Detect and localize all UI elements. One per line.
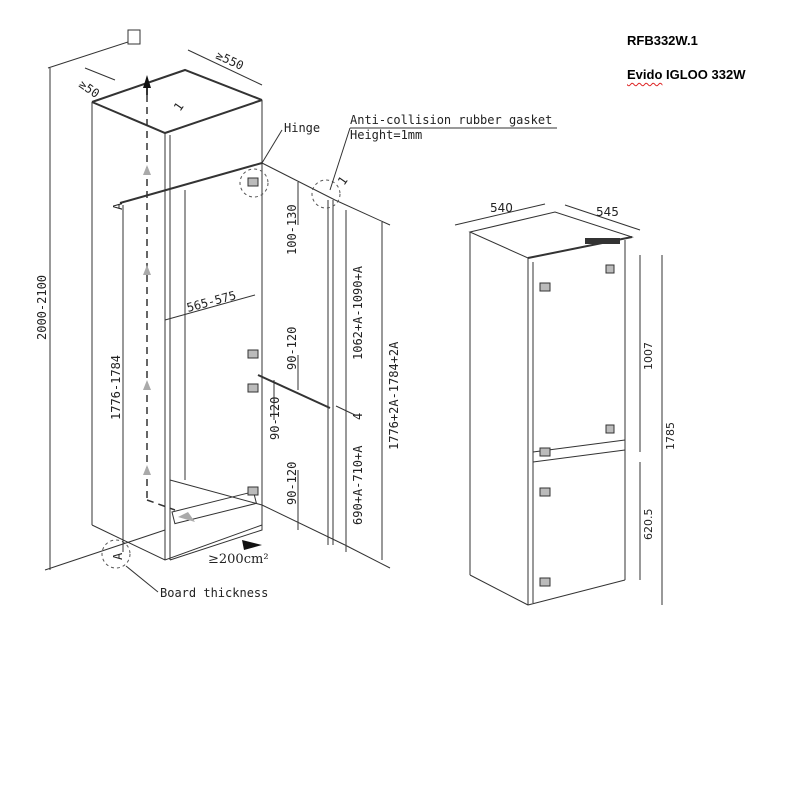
bottom-hinge-offset-label: 90-120 — [285, 462, 299, 505]
gasket-detail-circle — [311, 179, 341, 209]
door-gap-label: 4 — [351, 413, 365, 420]
hinge-detail-circle — [239, 168, 269, 198]
hinge-icon — [247, 486, 259, 496]
dimension-lines — [44, 41, 557, 593]
appliance-drawing — [454, 203, 663, 606]
lower-door-height-label: 690+A-710+A — [351, 445, 365, 525]
model-name-rest: IGLOO 332W — [662, 67, 746, 82]
arrow-up-icon — [143, 465, 151, 475]
ventilation-area-label: ≥200cm² — [208, 552, 269, 567]
hinge-icon — [247, 383, 259, 393]
hinge-icon — [539, 577, 551, 587]
top-hinge-offset-label: 100-130 — [285, 204, 299, 255]
mid-hinge-offset-1-label: 90-120 — [285, 327, 299, 370]
board-thickness-label: Board thickness — [160, 586, 268, 600]
lower-height-label: 620.5 — [642, 509, 655, 541]
depth-label: ≥550 — [214, 48, 246, 73]
door-panel — [101, 162, 391, 569]
inner-width-label: 565-575 — [185, 288, 237, 315]
arrow-in-icon — [242, 540, 262, 550]
model-brand: Evido — [627, 67, 663, 82]
upper-height-label: 1007 — [642, 342, 655, 370]
arrow-up-icon — [143, 75, 151, 88]
model-name: Evido IGLOO 332W — [627, 67, 745, 82]
hinge-icon — [247, 349, 259, 359]
control-panel — [585, 238, 620, 244]
hinge-label: Hinge — [284, 121, 320, 135]
upper-door-height-label: 1062+A-1090+A — [351, 265, 365, 360]
arrow-up-icon — [143, 265, 151, 275]
airflow-arrows — [127, 29, 262, 550]
one-mm-label: 1 — [171, 100, 187, 114]
hinge-icon — [539, 447, 551, 457]
arrow-in-icon — [178, 512, 195, 522]
hinge-icon — [605, 264, 615, 274]
appliance-depth-label: 545 — [596, 205, 619, 219]
gasket-label: Anti-collision rubber gasket — [350, 113, 552, 127]
hinge-icon — [539, 282, 551, 292]
cabinet-outline — [91, 68, 263, 561]
arrow-up-icon — [143, 380, 151, 390]
mid-hinge-offset-2-label: 90-120 — [268, 397, 282, 440]
arrow-up-icon — [143, 165, 151, 175]
a-label-top: A — [111, 202, 125, 210]
total-door-height-label: 1776+2A-1784+2A — [387, 341, 401, 450]
gasket-height-label: Height=1mm — [350, 128, 422, 142]
top-clearance-label: ≥50 — [76, 77, 102, 101]
hinge-icon — [539, 487, 551, 497]
niche-height-label: 1776-1784 — [109, 355, 123, 420]
a-label-bottom: A — [111, 552, 125, 560]
appliance-width-label: 540 — [490, 201, 513, 215]
socket-icon — [127, 29, 141, 45]
board-detail-circle — [101, 539, 131, 569]
cabinet-height-label: 2000-2100 — [35, 275, 49, 340]
model-code: RFB332W.1 — [627, 33, 698, 48]
hinge-icon — [605, 424, 615, 434]
total-height-label: 1785 — [664, 422, 677, 450]
hinge-icon — [247, 177, 259, 187]
